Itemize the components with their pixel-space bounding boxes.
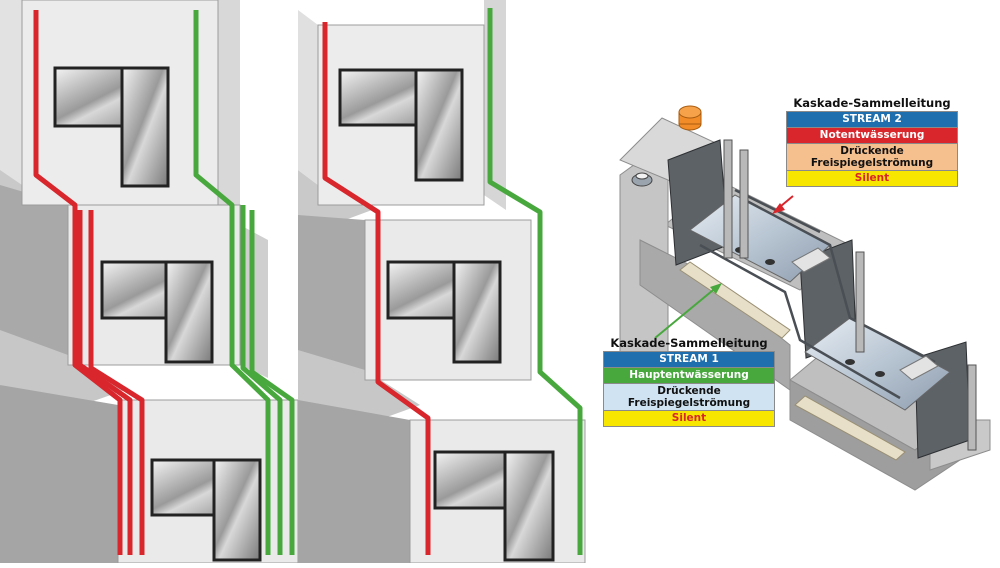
vertical-risers: [723, 139, 977, 451]
building-single-line: [298, 0, 586, 564]
legend-flow-line-1: Drückende: [840, 145, 904, 157]
window-top: [338, 68, 464, 182]
legend-stream-label: STREAM 1: [603, 351, 775, 368]
callout-arrow-stream-1: [654, 283, 722, 339]
legend-function-label: Hauptentwässerung: [603, 367, 775, 384]
insulation-strip: [679, 261, 791, 339]
building-middle-right-edge: [484, 0, 506, 210]
legend-stream-label: STREAM 2: [786, 111, 958, 128]
red-pipe-middle-building: [322, 22, 431, 555]
building-left-middle-shade: [0, 185, 68, 360]
window-bottom: [150, 458, 262, 562]
window-middle: [100, 260, 214, 364]
building-left-lower-shade: [0, 385, 118, 563]
cascade-section-model: [619, 105, 991, 491]
green-pipe-middle-building: [487, 8, 583, 555]
window-middle: [386, 260, 502, 364]
building-left-side-wall: [0, 0, 22, 185]
green-pipes-left-building: [193, 10, 295, 555]
legend-title: Kaskade-Sammelleitung: [793, 96, 951, 110]
legend-flow-label: Drückende Freispiegelströmung: [786, 143, 958, 171]
building-left-lower-slab: [0, 330, 125, 410]
building-two-lines: [0, 0, 299, 564]
insulation-strip: [794, 395, 906, 461]
legend-flow-label: Drückende Freispiegelströmung: [603, 383, 775, 411]
roof-vent-cap: [631, 172, 653, 187]
building-middle-middle-shade: [298, 215, 365, 375]
pipe-channel-lower: [804, 317, 951, 411]
building-middle-lower-shade: [298, 400, 410, 563]
legend-function-label: Notentwässerung: [786, 127, 958, 144]
legend-note-label: Silent: [786, 170, 958, 187]
grates: [791, 247, 939, 381]
legend-note-label: Silent: [603, 410, 775, 427]
window-bottom: [433, 450, 555, 562]
red-pipes-left-building: [33, 10, 145, 555]
legend-flow-line-2: Freispiegelströmung: [627, 397, 751, 409]
legend-flow-line-2: Freispiegelströmung: [810, 157, 934, 169]
legend-stream-2: Kaskade-Sammelleitung STREAM 2 Notentwäs…: [786, 96, 958, 187]
building-middle-side-wall: [298, 10, 318, 185]
callout-arrow-stream-2: [772, 195, 794, 214]
wall-slab-1: [667, 139, 729, 266]
legend-title: Kaskade-Sammelleitung: [610, 336, 768, 350]
roof-drain-orange: [678, 105, 702, 131]
building-left-right-edge: [218, 0, 240, 225]
legend-flow-line-1: Drückende: [657, 385, 721, 397]
legend-stream-1: Kaskade-Sammelleitung STREAM 1 Hauptentw…: [603, 336, 775, 427]
window-top: [53, 66, 170, 188]
